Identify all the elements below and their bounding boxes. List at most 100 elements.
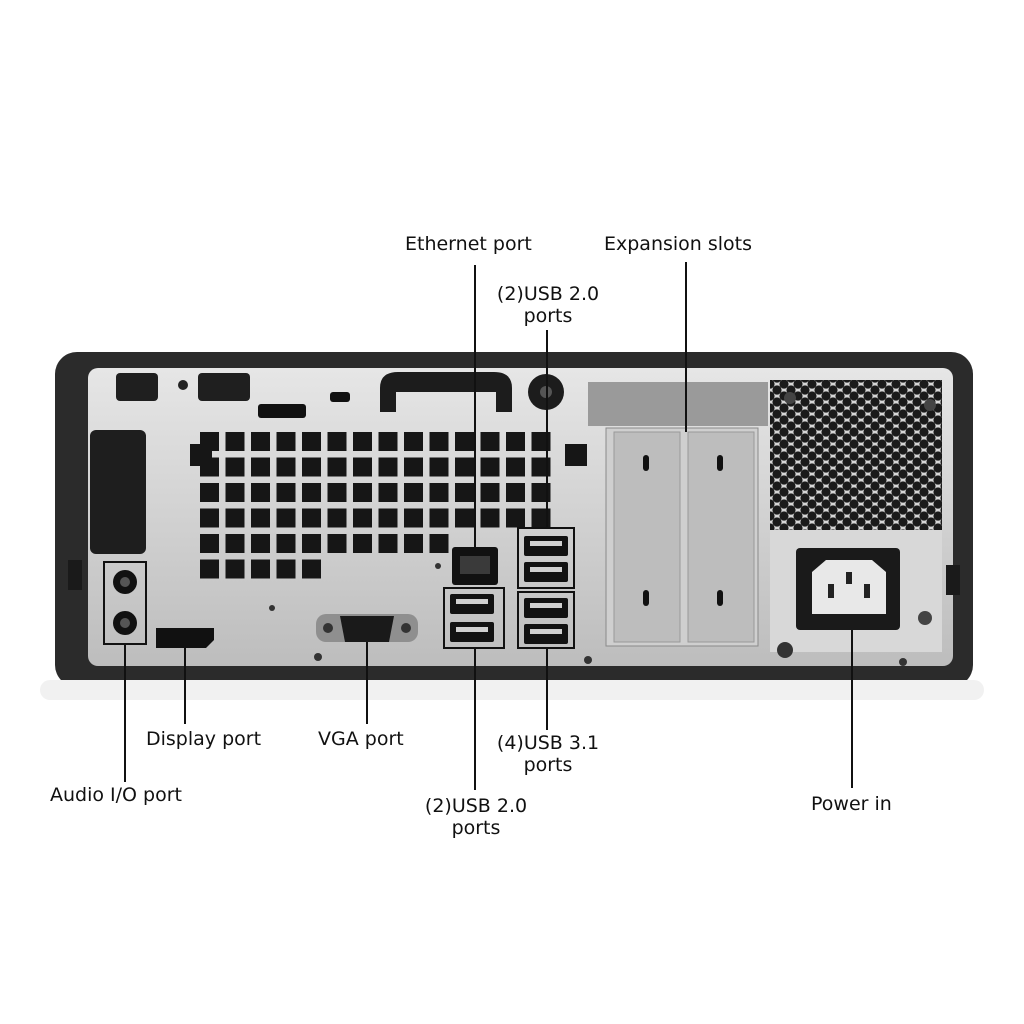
vent-hole bbox=[455, 457, 474, 477]
vent-hole bbox=[251, 534, 270, 553]
label-expansion-slots: Expansion slots bbox=[604, 233, 753, 255]
vent-hole bbox=[225, 457, 245, 477]
vent-hole bbox=[378, 432, 398, 451]
vent-hole bbox=[378, 534, 398, 553]
vent-hole bbox=[353, 457, 372, 477]
vent-hole bbox=[302, 483, 321, 502]
display-port bbox=[156, 628, 214, 648]
vent-hole bbox=[302, 559, 321, 579]
usb-port-tongue bbox=[530, 629, 562, 634]
vent-hole bbox=[225, 508, 245, 528]
vent-hole bbox=[327, 508, 347, 528]
vent-hole bbox=[200, 534, 219, 553]
vent-hole bbox=[404, 534, 423, 553]
vent-grid bbox=[200, 432, 551, 579]
chassis-base-shadow bbox=[40, 680, 984, 700]
vent-hole bbox=[327, 432, 347, 451]
side-latch bbox=[90, 430, 146, 554]
label-ethernet-port: Ethernet port bbox=[405, 233, 532, 255]
label-audio-port: Audio I/O port bbox=[50, 784, 182, 806]
slot-hole bbox=[643, 590, 649, 606]
vent-hole bbox=[531, 483, 551, 502]
label-vga-port: VGA port bbox=[318, 728, 404, 750]
vent-hole bbox=[225, 559, 245, 579]
vent-hole bbox=[531, 457, 551, 477]
vent-square-left bbox=[190, 444, 212, 466]
vent-hole bbox=[302, 534, 321, 553]
vent-hole bbox=[302, 457, 321, 477]
vent-hole bbox=[480, 483, 500, 502]
vent-hole bbox=[353, 432, 372, 451]
usb-port-tongue bbox=[456, 599, 488, 604]
vent-hole bbox=[404, 508, 423, 528]
right-edge-bracket bbox=[946, 565, 960, 595]
vent-hole bbox=[378, 483, 398, 502]
vent-hole bbox=[429, 534, 449, 553]
vent-hole bbox=[200, 559, 219, 579]
lock-slot bbox=[330, 392, 350, 402]
vent-hole bbox=[506, 432, 525, 451]
panel-rivet bbox=[899, 658, 907, 666]
vent-hole bbox=[404, 432, 423, 451]
vent-hole bbox=[251, 457, 270, 477]
vent-hole bbox=[276, 457, 296, 477]
psu-screw bbox=[784, 392, 796, 404]
screw-icon bbox=[178, 380, 188, 390]
expansion-slot-left bbox=[613, 431, 681, 643]
audio-jack-bottom-inner bbox=[120, 618, 130, 628]
vent-hole bbox=[378, 508, 398, 528]
vent-hole bbox=[429, 483, 449, 502]
vent-hole bbox=[251, 508, 270, 528]
vent-hole bbox=[480, 457, 500, 477]
leader-lines bbox=[124, 262, 853, 790]
psu-screw bbox=[918, 611, 932, 625]
security-slot bbox=[258, 404, 306, 418]
vent-hole bbox=[276, 483, 296, 502]
bottom-screw bbox=[777, 642, 793, 658]
ethernet-port-inner bbox=[460, 556, 490, 574]
vent-hole bbox=[327, 457, 347, 477]
slot-hole bbox=[643, 455, 649, 471]
vent-hole bbox=[506, 508, 525, 528]
vent-hole bbox=[225, 483, 245, 502]
power-pin bbox=[864, 584, 870, 598]
vent-square-right bbox=[565, 444, 587, 466]
vga-port bbox=[340, 616, 394, 642]
vent-hole bbox=[404, 483, 423, 502]
vent-hole bbox=[353, 508, 372, 528]
usb-port-tongue bbox=[456, 627, 488, 632]
vent-hole bbox=[353, 483, 372, 502]
chassis-handle bbox=[380, 372, 512, 412]
label-display-port: Display port bbox=[146, 728, 262, 750]
vent-hole bbox=[531, 432, 551, 451]
slot-hole bbox=[717, 455, 723, 471]
vent-hole bbox=[302, 508, 321, 528]
vent-hole bbox=[225, 432, 245, 451]
vent-hole bbox=[327, 534, 347, 553]
vent-hole bbox=[276, 432, 296, 451]
slot-hole bbox=[717, 590, 723, 606]
vent-hole bbox=[480, 508, 500, 528]
vent-hole bbox=[251, 483, 270, 502]
panel-rivet bbox=[269, 605, 275, 611]
vent-hole bbox=[251, 432, 270, 451]
vent-hole bbox=[276, 508, 296, 528]
vent-hole bbox=[455, 432, 474, 451]
vent-hole bbox=[455, 483, 474, 502]
psu-screw bbox=[924, 399, 936, 411]
vent-hole bbox=[429, 457, 449, 477]
vent-hole bbox=[327, 483, 347, 502]
vent-hole bbox=[276, 559, 296, 579]
vga-screw-left bbox=[323, 623, 333, 633]
vent-hole bbox=[200, 483, 219, 502]
vent-hole bbox=[251, 559, 270, 579]
vent-hole bbox=[506, 457, 525, 477]
vent-hole bbox=[404, 457, 423, 477]
vent-hole bbox=[506, 483, 525, 502]
vent-hole bbox=[429, 508, 449, 528]
